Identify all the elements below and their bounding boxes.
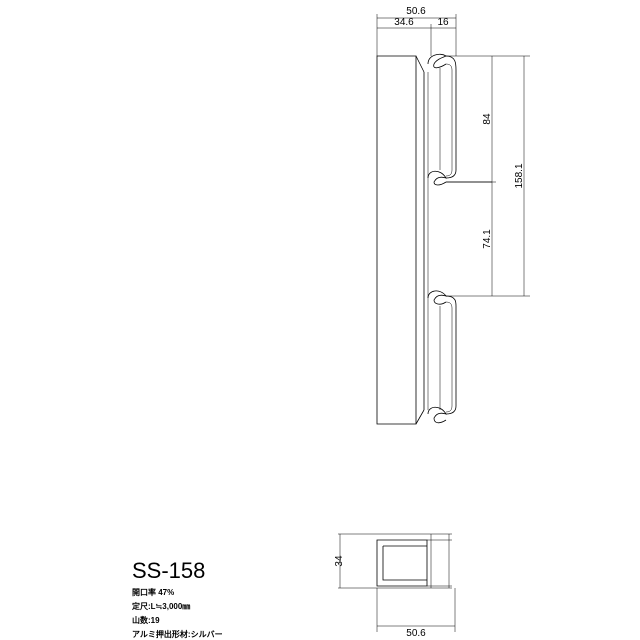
profile-hooks [427,53,492,424]
dim-pitch-upper: 84 [482,113,493,125]
spec-ridges-label: 山数 [132,615,149,625]
profile-inner-line [415,409,425,425]
dim-pitch-total: 158.1 [514,163,525,188]
profile-main-view [376,53,492,425]
spec-length-value: L≒3,000㎜ [151,602,191,611]
svg-text:定尺:L≒3,000㎜: 定尺:L≒3,000㎜ [131,601,190,611]
spec-length: 定尺:L≒3,000㎜ [131,601,190,611]
spec-aperture-value: 47% [158,588,174,597]
svg-text:アルミ押出形材:シルバー: アルミ押出形材:シルバー [132,629,223,639]
profile-inner-line [415,55,425,73]
spec-aperture: 開口率 47% [132,587,174,597]
dim-width-left: 34.6 [394,17,414,28]
spec-material-label: アルミ押出形材 [132,629,188,639]
profile-left-face [376,55,417,425]
spec-length-label: 定尺 [131,601,148,611]
dim-bottom-width: 50.6 [406,628,426,639]
svg-text:開口率 47%: 開口率 47% [132,587,174,597]
spec-material-value: シルバー [191,630,223,639]
svg-text:山数:19: 山数:19 [132,615,160,625]
dim-width-right: 16 [437,17,449,28]
spec-material: アルミ押出形材:シルバー [132,629,223,639]
profile-bottom-view [338,533,456,632]
dim-pitch-lower: 74.1 [482,229,493,249]
product-model: SS-158 [132,558,205,583]
spec-ridges-value: 19 [151,616,160,625]
dim-bottom-height: 34 [334,555,345,567]
dim-width-total: 50.6 [406,6,426,17]
spec-ridges: 山数:19 [132,615,160,625]
dimension-lines [376,14,530,297]
spec-aperture-label: 開口率 [132,587,156,597]
